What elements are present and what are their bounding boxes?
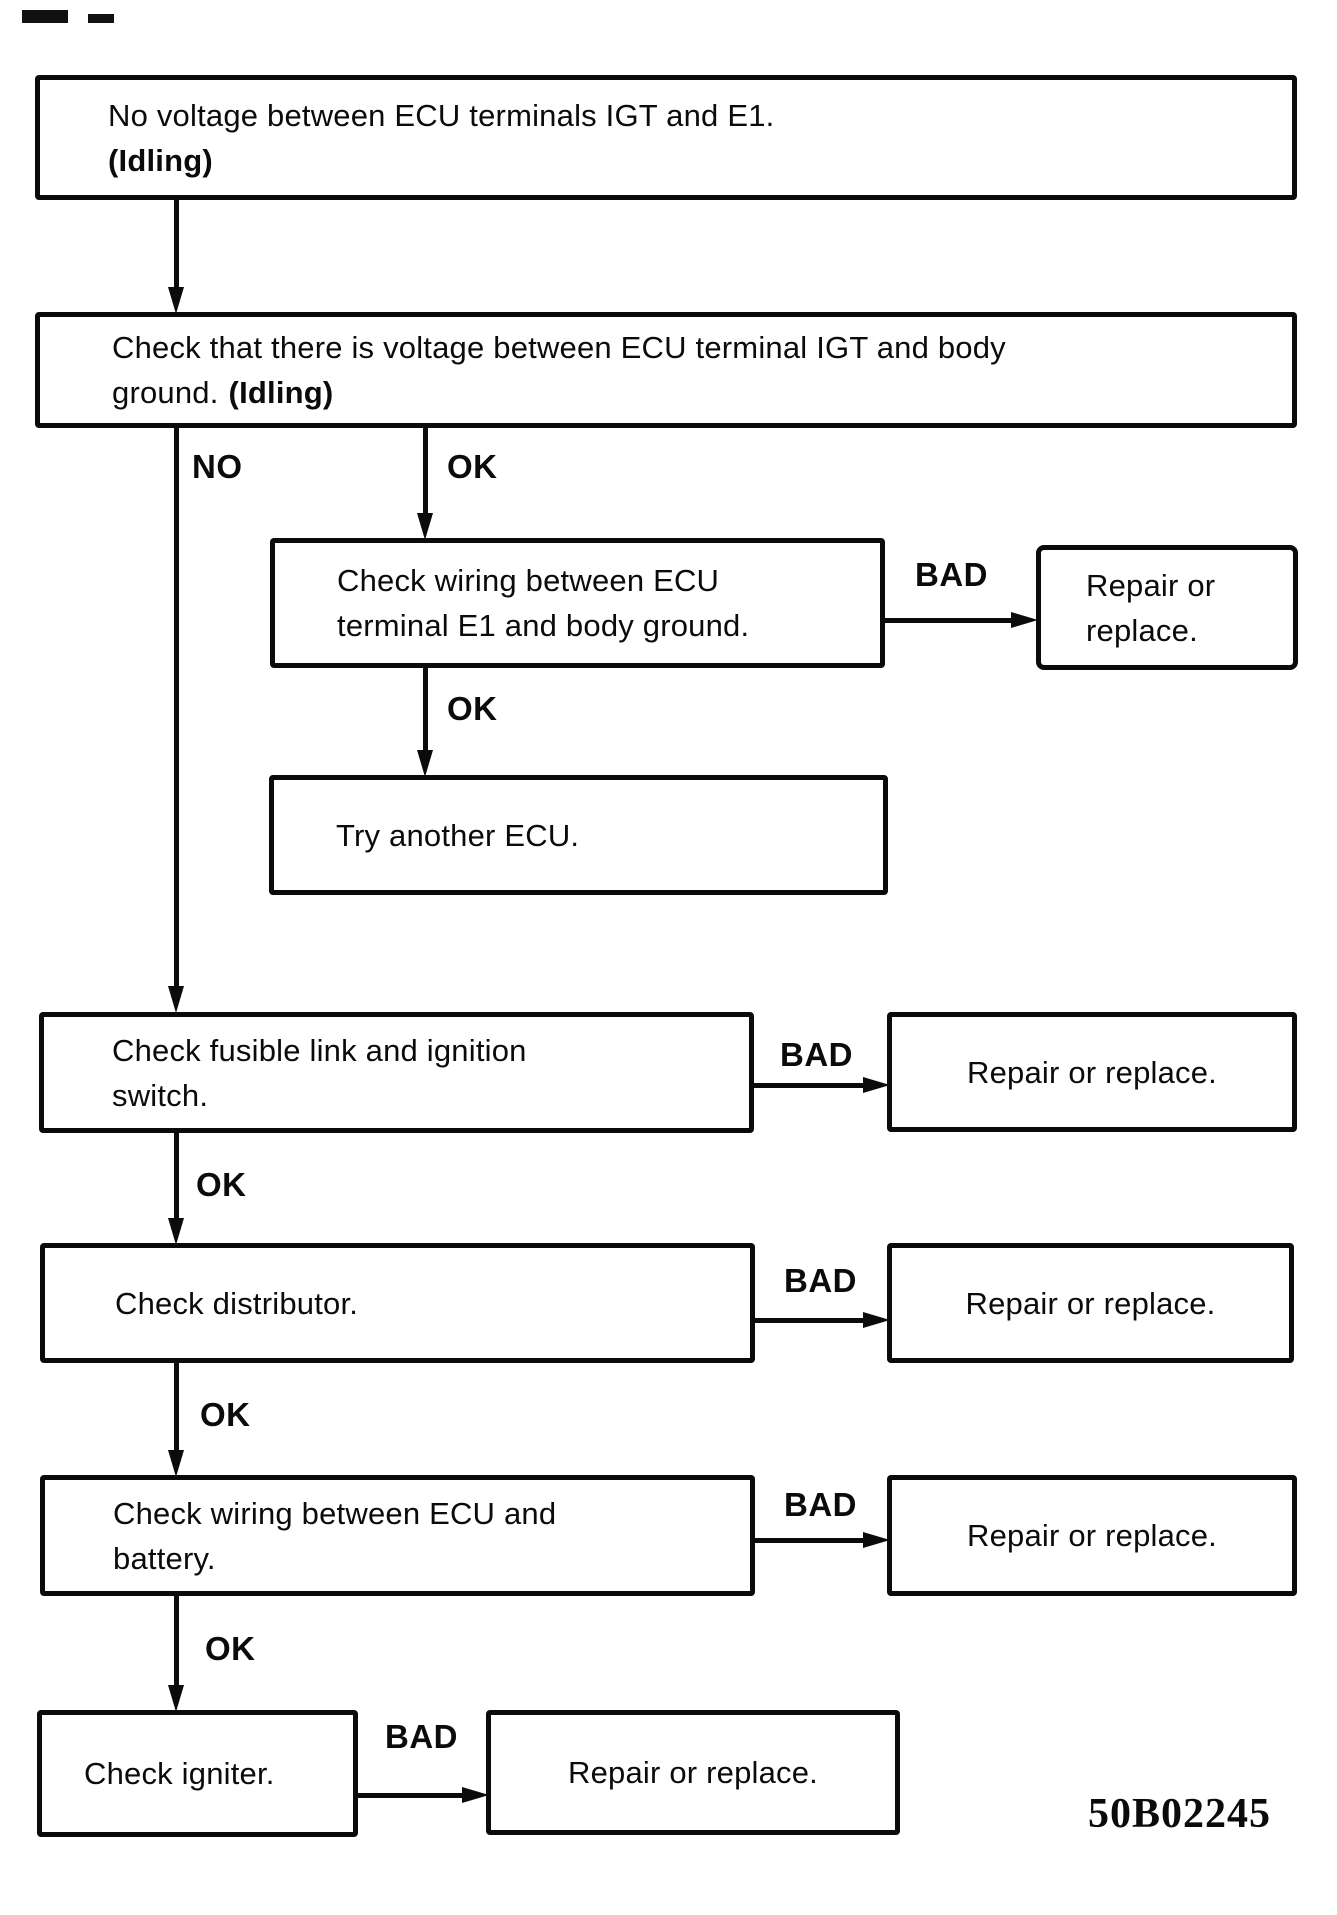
label-ok: OK — [447, 690, 498, 727]
flow-box-check-fusible-link-ignition-switch: Check fusible link and ignition switch. — [39, 1012, 754, 1133]
flow-box-check-wiring-ecu-battery: Check wiring between ECU and battery. — [40, 1475, 755, 1596]
connector-line — [174, 200, 179, 288]
arrow-right-icon — [462, 1787, 489, 1803]
connector-line-bad — [358, 1793, 465, 1798]
arrow-down-icon — [168, 1218, 184, 1245]
label-bad: BAD — [385, 1718, 458, 1755]
flow-box-no-voltage-igt-e1: No voltage between ECU terminals IGT and… — [35, 75, 1297, 200]
flow-box-repair-or-replace: Repair or replace. — [887, 1475, 1297, 1596]
flow-box-repair-or-replace: Repair or replace. — [1036, 545, 1298, 670]
box-text-line: terminal E1 and body ground. — [337, 608, 750, 643]
connector-line-bad — [755, 1318, 866, 1323]
arrow-down-icon — [168, 1685, 184, 1712]
flow-box-check-distributor: Check distributor. — [40, 1243, 755, 1363]
label-bad: BAD — [784, 1262, 857, 1299]
box-text-line: No voltage between ECU terminals IGT and… — [108, 97, 775, 133]
connector-line-ok — [423, 668, 428, 752]
flow-box-try-another-ecu: Try another ECU. — [269, 775, 888, 895]
arrow-right-icon — [863, 1077, 890, 1093]
arrow-down-icon — [168, 287, 184, 314]
label-no: NO — [192, 448, 243, 485]
flow-box-repair-or-replace: Repair or replace. — [887, 1243, 1294, 1363]
arrow-down-icon — [417, 750, 433, 777]
box-text-line: Check fusible link and ignition — [112, 1032, 527, 1068]
label-ok: OK — [200, 1396, 251, 1433]
connector-line-ok — [174, 1596, 179, 1688]
label-bad: BAD — [915, 556, 988, 593]
connector-line-bad — [885, 618, 1013, 623]
flow-box-repair-or-replace: Repair or replace. — [887, 1012, 1297, 1132]
label-ok: OK — [196, 1166, 247, 1203]
connector-line-no-branch — [174, 428, 179, 988]
flow-box-check-igniter: Check igniter. — [37, 1710, 358, 1837]
box-text-line: replace. — [1086, 612, 1198, 648]
arrow-down-icon — [168, 1450, 184, 1477]
box-text-line: Repair or replace. — [967, 1518, 1217, 1553]
label-ok: OK — [205, 1630, 256, 1667]
scan-artifact — [88, 14, 114, 23]
flow-box-check-voltage-igt-body-ground: Check that there is voltage between ECU … — [35, 312, 1297, 428]
arrow-down-icon — [417, 513, 433, 540]
box-text-line: Check wiring between ECU — [337, 563, 720, 598]
box-text-line: (Idling) — [108, 142, 213, 178]
box-text-line: Repair or replace. — [965, 1285, 1216, 1321]
box-text-line: battery. — [113, 1540, 216, 1576]
box-text-line: Repair or replace. — [568, 1755, 818, 1790]
arrow-down-icon — [168, 986, 184, 1013]
box-text-line: Check distributor. — [115, 1285, 359, 1321]
box-text-line: Repair or — [1086, 567, 1216, 603]
box-text-line: Check that there is voltage between ECU … — [112, 330, 1006, 365]
arrow-right-icon — [1011, 612, 1038, 628]
box-text-line: Try another ECU. — [336, 817, 580, 853]
figure-code: 50B02245 — [1088, 1791, 1272, 1837]
connector-line-ok — [174, 1133, 179, 1219]
box-text-line: ground.(Idling) — [112, 375, 334, 410]
label-ok: OK — [447, 448, 498, 485]
arrow-right-icon — [863, 1532, 890, 1548]
connector-line-bad — [755, 1538, 866, 1543]
connector-line-ok-branch — [423, 428, 428, 514]
box-text-line: Check wiring between ECU and — [113, 1495, 557, 1531]
box-text-line: Check igniter. — [84, 1756, 275, 1791]
box-text-line: Repair or replace. — [967, 1054, 1217, 1090]
connector-line-ok — [174, 1363, 179, 1453]
connector-line-bad — [754, 1083, 866, 1088]
box-text-line: switch. — [112, 1077, 209, 1113]
scan-artifact — [22, 10, 68, 23]
flow-box-check-wiring-e1-body-ground: Check wiring between ECU terminal E1 and… — [270, 538, 885, 668]
arrow-right-icon — [863, 1312, 890, 1328]
label-bad: BAD — [780, 1036, 853, 1073]
label-bad: BAD — [784, 1486, 857, 1523]
flow-box-repair-or-replace: Repair or replace. — [486, 1710, 900, 1835]
